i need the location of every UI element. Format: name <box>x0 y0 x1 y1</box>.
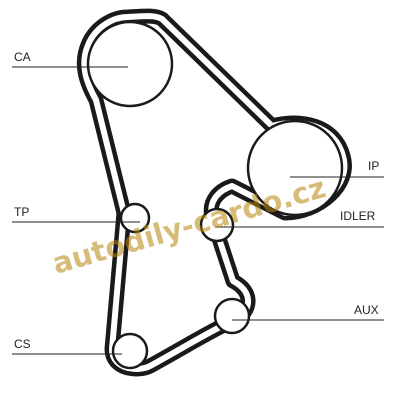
label-ip: IP <box>368 159 379 173</box>
aux-pulley <box>213 297 251 335</box>
pulley-labels: CA IP TP IDLER AUX CS <box>14 50 379 351</box>
tensioner-pulley <box>119 202 151 234</box>
watermark: autodily-cardo.cz <box>49 170 330 281</box>
idler-pulley <box>199 207 235 243</box>
crankshaft-pulley <box>111 332 149 370</box>
pulleys <box>86 20 344 370</box>
camshaft-pulley <box>86 20 174 108</box>
label-aux: AUX <box>354 303 379 317</box>
label-cs: CS <box>14 337 31 351</box>
label-tp: TP <box>14 205 29 219</box>
injection-pump-pulley <box>246 119 344 217</box>
label-ca: CA <box>14 50 31 64</box>
label-idler: IDLER <box>340 209 376 223</box>
leader-lines <box>12 66 384 355</box>
